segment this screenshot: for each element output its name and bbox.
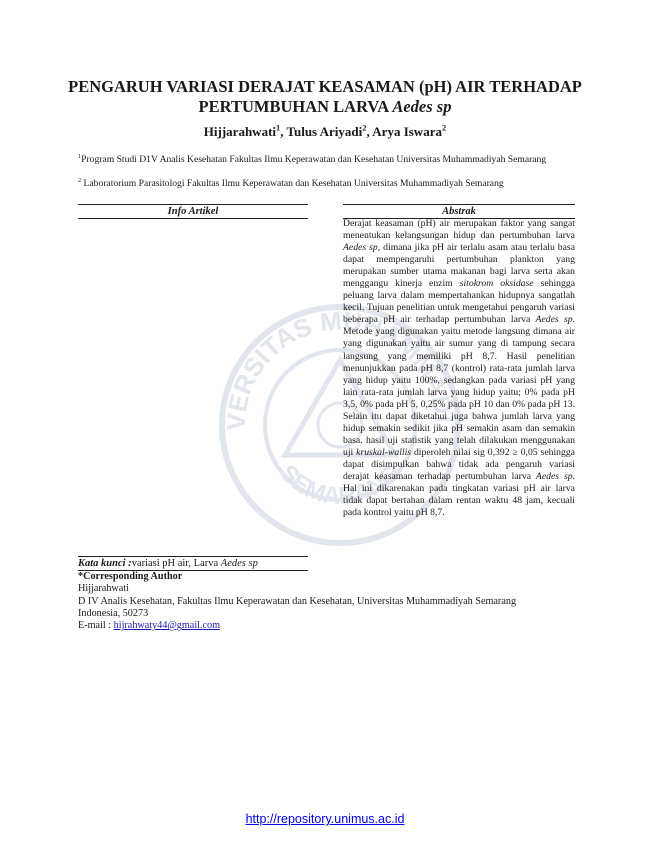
abstract-heading: Abstrak	[442, 206, 476, 217]
abstract-run: diperoleh nilai sig 0,392 ≥ 0,05 sehingg…	[343, 446, 575, 482]
keywords-text: variasi pH air, Larva	[131, 558, 221, 569]
info-heading-rule	[78, 218, 308, 219]
keywords-species: Aedes sp	[220, 558, 258, 569]
author-list: Hijjarahwati1, Tulus Ariyadi2, Arya Iswa…	[0, 122, 650, 140]
abstract-run: Derajat keasaman (pH) air merupakan fakt…	[343, 218, 575, 242]
corresponding-email-line: E-mail : hijrahwaty44@gmail.com	[78, 620, 221, 632]
info-top-rule	[78, 204, 308, 205]
keywords-label: Kata kunci :	[78, 558, 132, 569]
abstract-run: Hal ini dikarenakan pada tingkatan varia…	[343, 483, 575, 519]
affiliation-2: 2 Laboratorium Parasitologi Fakultas Ilm…	[78, 176, 504, 189]
abstract-run: Metode yang digunakan yaitu metode langs…	[343, 326, 575, 458]
affiliation-1: 1Program Studi D1V Analis Kesehatan Faku…	[78, 152, 547, 165]
email-link[interactable]: hijrahwaty44@gmail.com	[113, 620, 221, 632]
abstract-italic-term: Aedes sp,	[343, 242, 381, 254]
corresponding-heading: *Corresponding Author	[78, 571, 183, 582]
info-artikel-heading: Info Artikel	[167, 206, 219, 217]
repository-link[interactable]: http://repository.unimus.ac.id	[245, 812, 405, 826]
abstract-run: sehingga peluang larva dalam mempertahan…	[343, 278, 576, 326]
abstract-run: dimana jika pH air terlalu asam atau ter…	[343, 242, 575, 290]
keywords-top-rule	[78, 556, 308, 557]
abstract-italic-term: Aedes sp.	[535, 314, 575, 326]
author-2: Tulus Ariyadi2,	[286, 122, 373, 139]
author-1: Hijjarahwati1,	[203, 122, 287, 139]
abstract-italic-term: Aedes sp.	[535, 470, 575, 482]
author-3: Arya Iswara2	[372, 122, 447, 139]
keywords: Kata kunci :variasi pH air, Larva Aedes …	[78, 558, 308, 569]
title-line-1: PENGARUH VARIASI DERAJAT KEASAMAN (pH) A…	[68, 77, 582, 96]
abstract-heading-rule	[343, 218, 575, 219]
corresponding-address-2: Indonesia, 50273	[78, 607, 149, 619]
paper-title: PENGARUH VARIASI DERAJAT KEASAMAN (pH) A…	[0, 77, 650, 117]
abstract-italic-term: kruskal-wallis	[356, 446, 412, 458]
abstract-top-rule	[343, 204, 575, 205]
abstract-text: Derajat keasaman (pH) air merupakan fakt…	[343, 218, 575, 519]
corresponding-name: Hijjarahwati	[78, 583, 129, 595]
abstract-italic-term: sitokrom oksidase	[459, 278, 534, 290]
corresponding-author-block: *Corresponding Author Hijjarahwati D IV …	[78, 571, 598, 632]
corresponding-address-1: D IV Analis Kesehatan, Fakultas Ilmu Kep…	[78, 595, 517, 607]
title-line-2: PERTUMBUHAN LARVA Aedes sp	[198, 97, 452, 116]
title-species: Aedes sp	[392, 97, 452, 116]
keywords-bottom-rule	[78, 570, 308, 571]
